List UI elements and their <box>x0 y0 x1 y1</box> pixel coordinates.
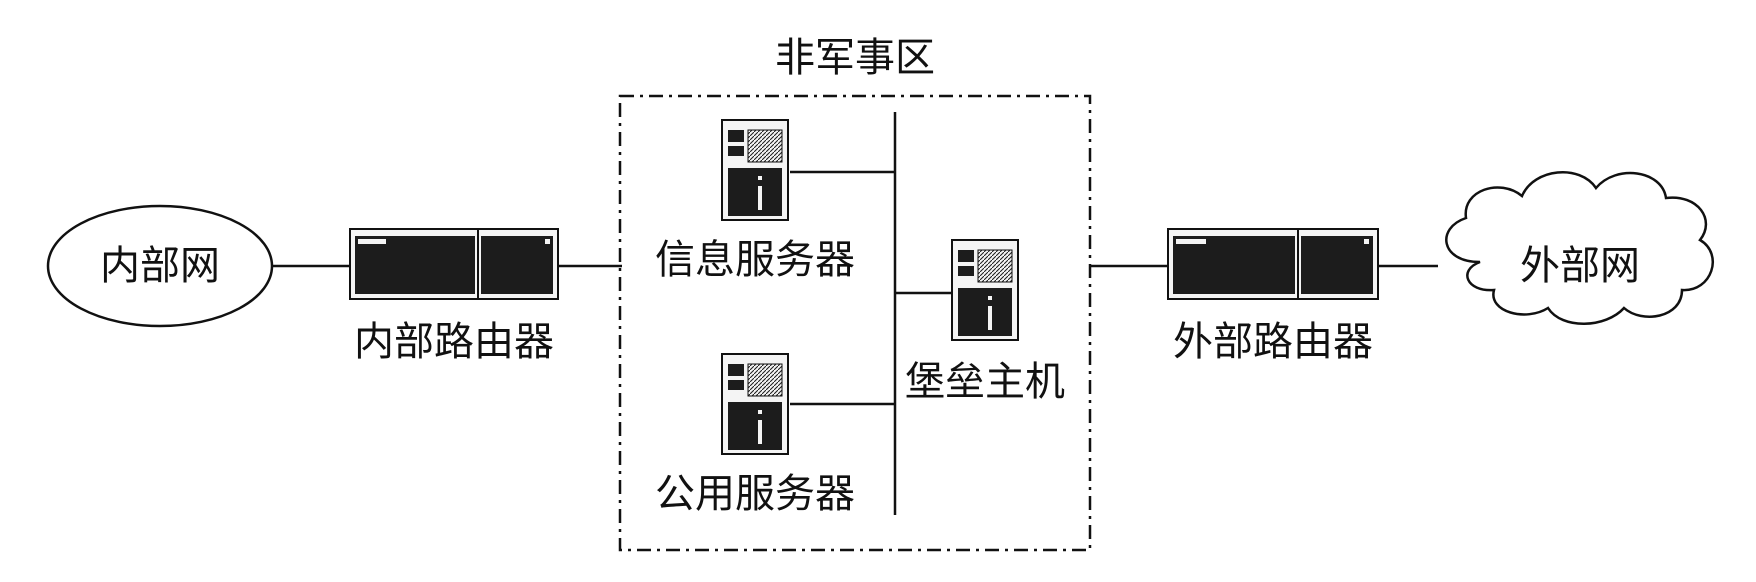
dmz-title: 非军事区 <box>775 35 935 81</box>
info-server-label: 信息服务器 <box>655 237 855 283</box>
public-server-icon <box>721 353 789 455</box>
external-router-icon <box>1167 228 1379 300</box>
dmz-boundary <box>618 94 1092 552</box>
internal-router-label: 内部路由器 <box>354 319 554 365</box>
public-server-label: 公用服务器 <box>655 471 855 517</box>
bastion-host-label: 堡垒主机 <box>905 359 1065 405</box>
external-router-label: 外部路由器 <box>1173 319 1373 365</box>
external-network-cloud <box>1445 171 1714 325</box>
info-server-icon <box>721 119 789 221</box>
external-network-label: 外部网 <box>1520 243 1640 289</box>
internal-router-icon <box>349 228 559 300</box>
bastion-host-icon <box>951 239 1019 341</box>
internal-network-label: 内部网 <box>100 243 220 289</box>
